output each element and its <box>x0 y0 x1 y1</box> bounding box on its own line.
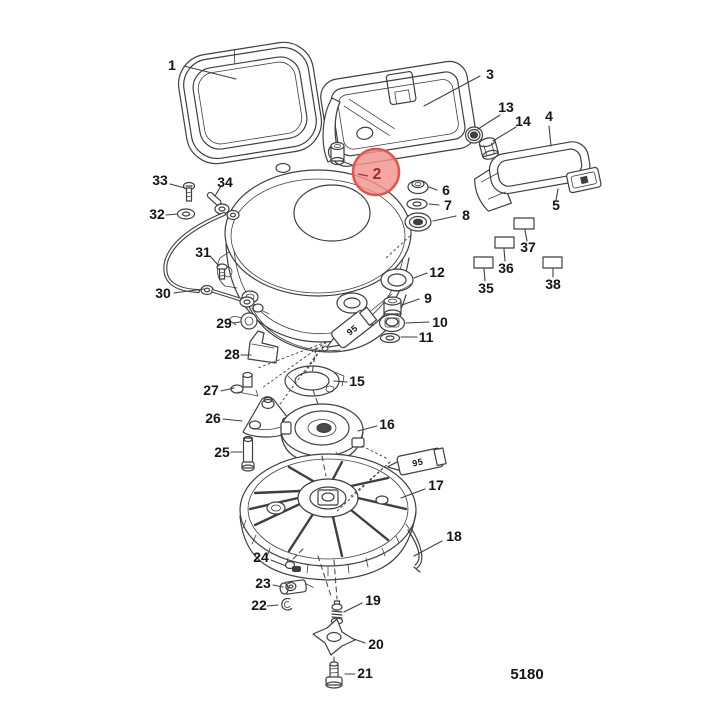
callout-37[interactable]: 37 <box>520 239 536 255</box>
callout-29[interactable]: 29 <box>216 315 232 331</box>
callout-35[interactable]: 35 <box>478 280 494 296</box>
highlight-part-2[interactable]: 2 <box>351 147 401 197</box>
callout-4[interactable]: 4 <box>545 108 553 124</box>
part-starter-rope-18 <box>407 527 423 573</box>
callout-30[interactable]: 30 <box>155 285 171 301</box>
part-latch-23 <box>279 579 314 595</box>
part-washer-32 <box>176 208 196 220</box>
callout-33[interactable]: 33 <box>152 172 168 188</box>
part-decal-37 <box>513 217 535 230</box>
diagram-artwork: 95 95 <box>163 41 602 689</box>
callout-17[interactable]: 17 <box>428 477 444 493</box>
part-washer-7 <box>406 198 428 210</box>
part-rubber-mount <box>330 141 345 166</box>
callout-7[interactable]: 7 <box>444 197 452 213</box>
callout-10[interactable]: 10 <box>432 314 448 330</box>
callout-36[interactable]: 36 <box>498 260 514 276</box>
lube-tube-upper <box>321 306 378 353</box>
callout-15[interactable]: 15 <box>349 373 365 389</box>
callout-2[interactable]: 2 <box>373 166 382 183</box>
callout-24[interactable]: 24 <box>253 549 269 565</box>
construction-lines <box>257 235 411 664</box>
part-decal-35 <box>473 256 494 269</box>
part-bracket-28 <box>247 330 279 364</box>
part-anchor-14 <box>478 137 499 160</box>
part-decal-38 <box>542 256 563 269</box>
drawing-number: 5180 <box>510 666 543 683</box>
part-plate-5 <box>566 166 602 194</box>
callout-11[interactable]: 11 <box>419 329 434 345</box>
part-cap-10 <box>378 313 406 333</box>
part-pin-25 <box>241 435 255 472</box>
callout-19[interactable]: 19 <box>365 592 381 608</box>
callout-23[interactable]: 23 <box>255 575 271 591</box>
part-spring-clip-29 <box>228 312 258 330</box>
part-star-washer-20 <box>312 618 356 656</box>
callout-21[interactable]: 21 <box>357 665 373 681</box>
part-pawl-27 <box>230 371 259 397</box>
part-flywheel-17 <box>239 453 417 581</box>
lube-tube-lower-text: 95 <box>411 456 424 468</box>
highlight-circle[interactable] <box>351 147 401 197</box>
part-starter-handle <box>474 141 591 212</box>
part-screw-33 <box>182 181 196 202</box>
callout-31[interactable]: 31 <box>195 244 211 260</box>
callout-6[interactable]: 6 <box>442 182 450 198</box>
callout-1[interactable]: 1 <box>168 57 176 73</box>
callout-18[interactable]: 18 <box>446 528 462 544</box>
part-nut-6 <box>407 179 429 195</box>
highlight-leader-tick <box>357 173 369 177</box>
callout-20[interactable]: 20 <box>368 636 384 652</box>
part-grommet-8 <box>404 212 432 232</box>
part-cable-link <box>163 203 240 293</box>
part-washer-11 <box>379 332 401 344</box>
part-c-clip-22 <box>281 597 293 611</box>
callout-13[interactable]: 13 <box>498 99 514 115</box>
lube-tube-lower <box>386 447 447 476</box>
callout-27[interactable]: 27 <box>203 382 219 398</box>
leader-lines <box>165 65 559 675</box>
part-screw-21 <box>325 661 343 689</box>
callout-5[interactable]: 5 <box>552 197 560 213</box>
callout-labels: 1 3 4 5 6 7 8 9 10 11 12 13 14 15 16 17 … <box>149 57 561 683</box>
callout-16[interactable]: 16 <box>379 416 395 432</box>
callout-3[interactable]: 3 <box>486 66 494 82</box>
part-decal-36 <box>494 236 515 249</box>
callout-38[interactable]: 38 <box>545 276 561 292</box>
callout-14[interactable]: 14 <box>515 113 531 129</box>
callout-22[interactable]: 22 <box>251 597 267 613</box>
callout-32[interactable]: 32 <box>149 206 165 222</box>
callout-9[interactable]: 9 <box>424 290 432 306</box>
callout-8[interactable]: 8 <box>462 207 470 223</box>
part-clip-24 <box>284 560 301 572</box>
part-rewind-pulley-16 <box>280 403 365 464</box>
part-ring-13 <box>464 126 484 144</box>
callout-28[interactable]: 28 <box>224 346 240 362</box>
callout-26[interactable]: 26 <box>205 410 221 426</box>
callout-12[interactable]: 12 <box>429 264 445 280</box>
part-linkage-rod <box>200 284 270 315</box>
part-screw-31 <box>216 263 228 280</box>
callout-34[interactable]: 34 <box>217 174 233 190</box>
part-gasket-seal <box>177 41 323 165</box>
callout-25[interactable]: 25 <box>214 444 230 460</box>
